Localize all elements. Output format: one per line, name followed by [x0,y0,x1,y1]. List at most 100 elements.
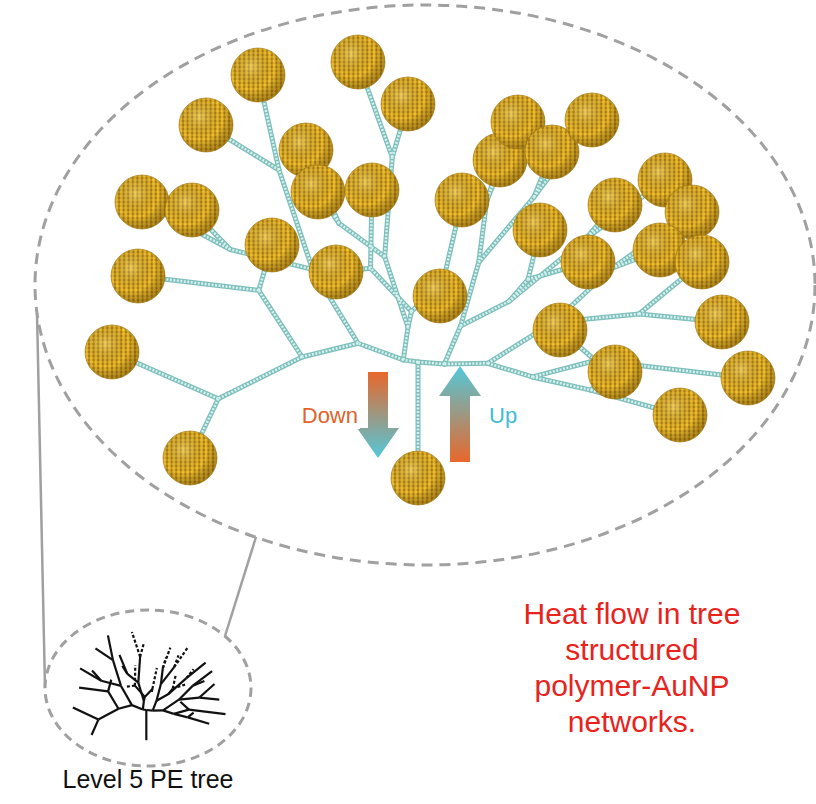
gold-nanoparticle [565,93,619,147]
nanoparticle-shade [721,351,775,405]
gold-nanoparticles [85,35,775,505]
schematic-branch [163,710,174,714]
nanoparticle-shade [291,165,345,219]
nanoparticle-shade [675,235,729,289]
schematic-branch [113,660,121,686]
nanoparticle-body [561,235,615,289]
schematic-branch [92,671,101,681]
polymer-chain [385,257,408,328]
nanoparticle-shade [115,175,169,229]
schematic-branch [193,671,212,686]
schematic-branch [145,689,153,697]
nanoparticle-shade [588,178,642,232]
nanoparticle-shade [111,249,165,303]
nanoparticle-body [245,218,299,272]
nanoparticle-body [85,325,139,379]
gold-nanoparticle [588,345,642,399]
zoom-line [225,537,256,636]
polymer-chain [444,361,487,367]
nanoparticle-shade [561,235,615,289]
nanoparticle-shade [653,388,707,442]
nanoparticle-shade [435,173,489,227]
down-arrow [357,372,399,458]
polymer-chain [385,257,408,328]
schematic-branch [127,685,135,688]
gold-nanoparticle [695,295,749,349]
schematic-branch [138,683,144,701]
polymer-chain [532,361,595,377]
gold-nanoparticle [653,388,707,442]
polymer-chain [403,327,408,360]
polymer-chain [218,357,302,399]
flow-direction-label: Down [300,403,360,429]
polymer-chains [112,62,748,478]
nanoparticle-shade [533,303,587,357]
nanoparticle-body [533,303,587,357]
gold-nanoparticle [85,325,139,379]
polymer-chain [302,343,358,357]
nanoparticle-body [381,77,435,131]
nanoparticle-body [695,295,749,349]
schematic-tree [73,632,226,740]
nanoparticle-shade [413,269,467,323]
nanoparticle-shade [695,295,749,349]
polymer-chain [532,377,590,390]
polymer-chain [371,268,412,311]
schematic-branch [79,688,108,692]
label-box: Heat flow in tree structured polymer-AuN… [507,596,757,740]
nanoparticle-body [163,431,217,485]
gold-nanoparticle [179,98,233,152]
nanoparticle-body [588,345,642,399]
schematic-branch [119,655,127,674]
zoom-ellipse [35,5,815,565]
polymer-chain [259,290,302,357]
gold-nanoparticle [413,269,467,323]
nanoparticle-shade [381,77,435,131]
polymer-chain [418,362,444,364]
schematic-branch [152,668,157,689]
zoom-line [37,313,45,688]
label-box: Up [487,403,519,429]
nanoparticle-body [111,249,165,303]
schematic-branch [188,717,209,723]
nanoparticle-shade [85,325,139,379]
polymer-chain [461,302,509,326]
nanoparticle-shade [345,163,399,217]
schematic-branch [73,707,99,719]
gold-nanoparticle [435,173,489,227]
gold-nanoparticle [391,451,445,505]
nanoparticle-body [513,203,567,257]
gold-nanoparticle [165,183,219,237]
schematic-branch [163,700,179,711]
nanoparticle-shade [163,431,217,485]
schematic-branch [121,686,132,705]
label-box: Level 5 PE tree [8,764,288,794]
polymer-chain [218,357,302,399]
schematic-branch [174,647,188,667]
nanoparticle-shade [309,245,363,299]
gold-nanoparticle [245,218,299,272]
nanoparticle-shade [179,98,233,152]
schematic-branch [132,705,143,709]
schematic-branch [180,702,189,710]
nanoparticle-body [331,35,385,89]
nanoparticle-body [115,175,169,229]
schematic-branch [163,648,171,668]
schematic-branch [174,710,189,714]
nanoparticle-body [413,269,467,323]
gold-nanoparticle [513,203,567,257]
schematic-branch [98,709,118,720]
inset-caption: Level 5 PE tree [8,764,288,794]
schematic-branch [92,720,99,735]
schematic-branch [199,698,219,700]
schematic-branch [108,691,118,708]
schematic-branch [179,698,200,700]
nanoparticle-body [165,183,219,237]
polymer-chain [444,326,460,364]
polymer-chain [302,343,358,357]
nanoparticle-body [721,351,775,405]
gold-nanoparticle [588,178,642,232]
description-text: Heat flow in tree structured polymer-AuN… [507,596,757,740]
gold-nanoparticle [533,303,587,357]
polymer-chain [488,363,533,377]
